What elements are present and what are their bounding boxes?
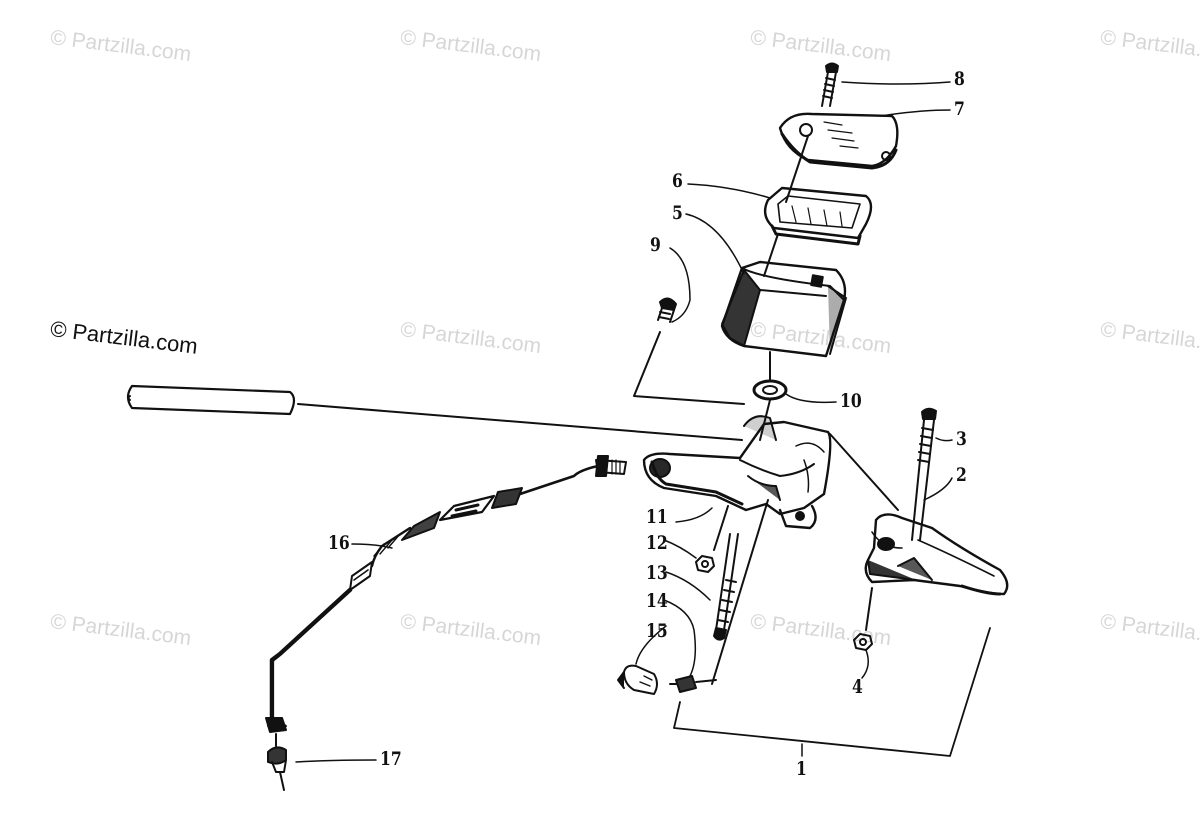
callout-label: 9 [650,234,661,256]
screw-9-dashed-path [633,331,745,405]
callout-label: 6 [672,170,683,192]
switch-boot [617,664,658,695]
callout-label: 1 [796,758,807,780]
callout-label: 10 [840,390,862,412]
reservoir-diaphragm [763,186,873,246]
screw-leader-line [785,135,809,203]
callout-label: 8 [954,68,965,90]
callout-label: 15 [646,620,668,642]
switch-leader-line [711,499,769,685]
reservoir-mount-screw [657,297,677,323]
handlebar-grip [126,384,296,416]
brake-hose [349,464,600,591]
lever-nut [853,633,873,651]
callout-leaders [295,81,953,763]
seal-to-body-line [759,399,771,441]
callout-label: 4 [852,676,863,698]
callout-label: 2 [956,464,967,486]
body-screw [713,533,739,641]
callout-label: 12 [646,532,668,554]
callout-label: 13 [646,562,668,584]
brake-line-end-fitting [265,717,287,791]
brake-line-fitting [595,455,627,477]
master-cylinder-body [642,415,832,530]
reservoir-cover [778,112,899,170]
nut-leader-line [865,587,873,631]
callout-label: 14 [646,590,668,612]
handlebar-leader-line [297,403,743,441]
fluid-reservoir [720,260,847,358]
callout-label: 17 [380,748,402,770]
callout-label: 7 [954,98,965,120]
lever-pivot-bolt [911,407,937,541]
callout-label: 11 [646,506,668,528]
callout-label: 5 [672,202,683,224]
lever-dashed-leader [829,433,899,511]
brake-switch [669,675,717,693]
diaphragm-leader-line [763,233,779,277]
brake-line-tube [269,587,353,723]
callout-label: 16 [328,532,350,554]
body-nut [695,555,715,573]
cover-screw [821,62,839,107]
reservoir-seal [752,379,788,401]
nut-12-leader-line [713,505,729,551]
assembly-bracket [673,627,991,757]
brake-lever [864,513,1009,596]
callout-label: 3 [956,428,967,450]
